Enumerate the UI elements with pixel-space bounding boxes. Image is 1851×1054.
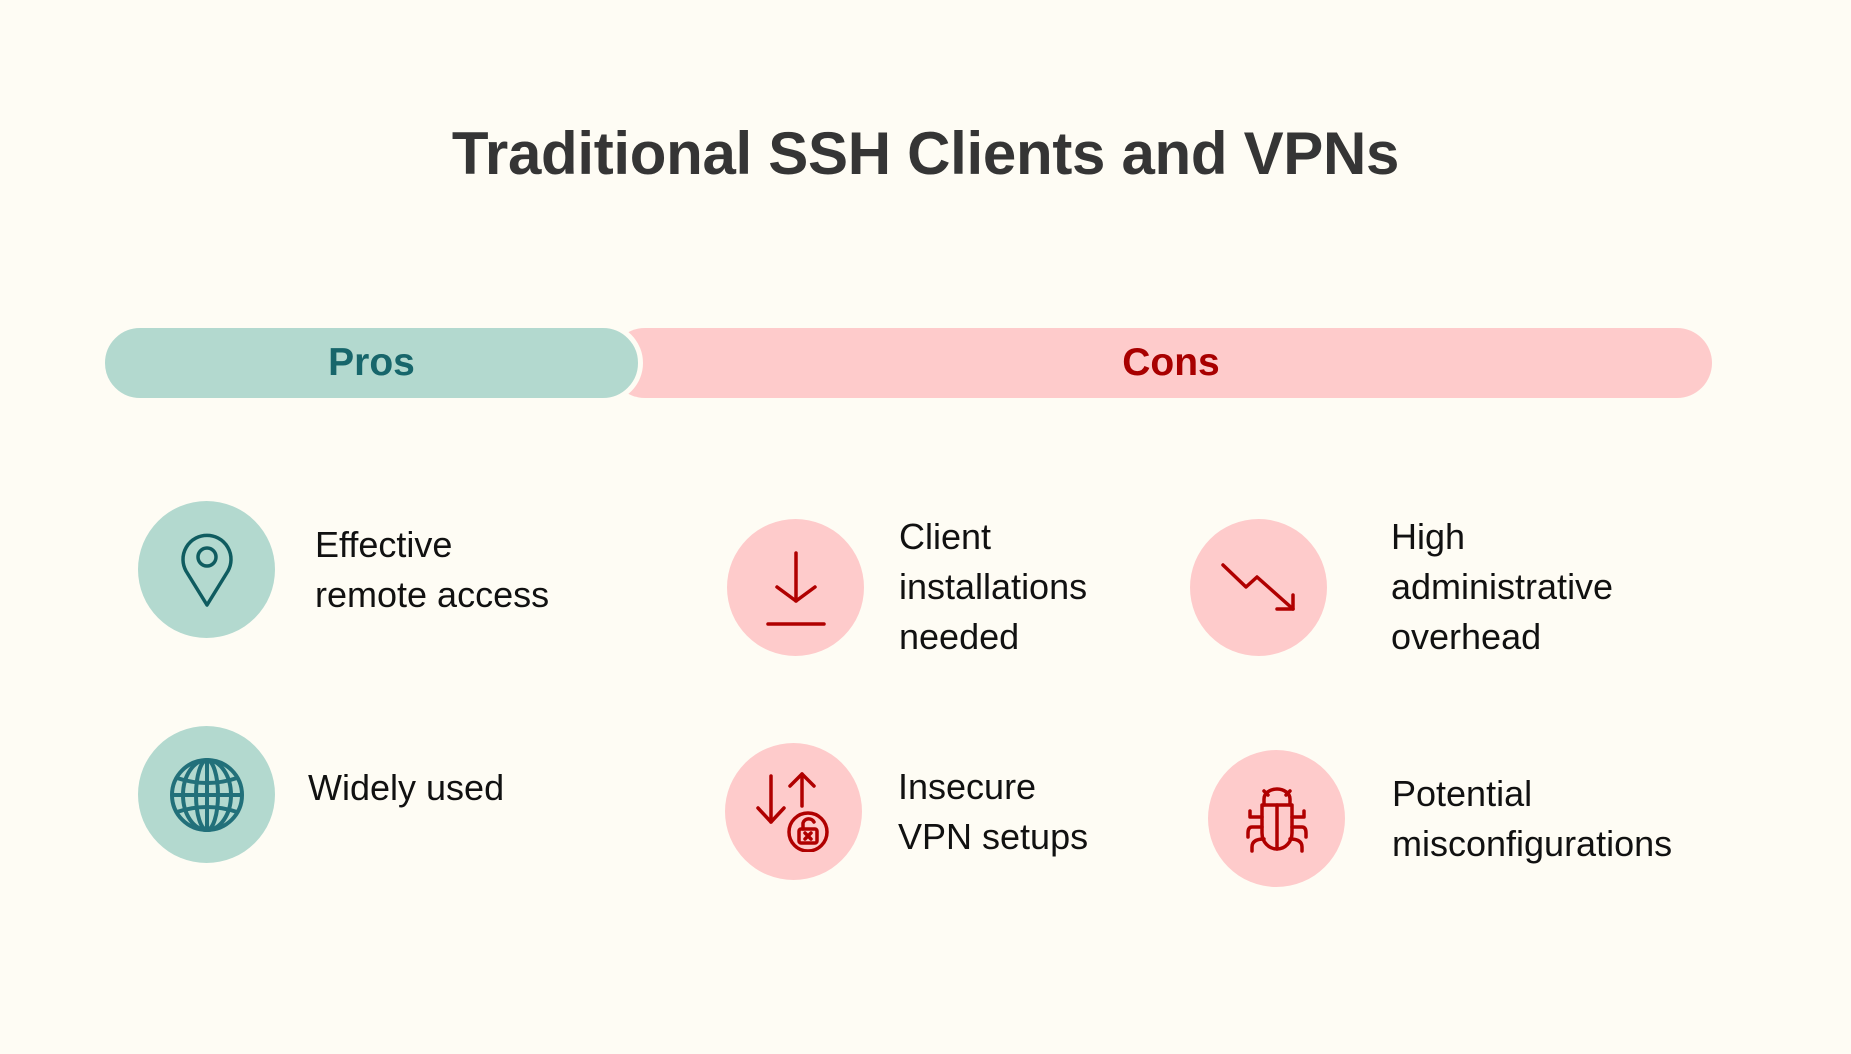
bug-icon (1208, 750, 1345, 887)
cons-header: Cons (610, 328, 1712, 398)
pros-item-remote-access: Effective remote access (138, 501, 549, 638)
insecure-transfer-lock-icon (725, 743, 862, 880)
pros-header: Pros (100, 323, 643, 403)
cons-item-admin-overhead: High administrative overhead (1190, 512, 1613, 662)
pros-header-label: Pros (328, 341, 415, 384)
pros-item-label: Widely used (308, 766, 505, 808)
globe-icon (138, 726, 275, 863)
cons-item-insecure-vpn: Insecure VPN setups (725, 743, 1088, 880)
cons-item-label: Insecure VPN setups (898, 765, 1089, 857)
download-icon (727, 518, 864, 656)
page-title: Traditional SSH Clients and VPNs (451, 120, 1400, 187)
cons-item-label: Potential misconfigurations (1392, 772, 1673, 864)
cons-item-label: Client installations needed (899, 516, 1088, 657)
pros-item-label: Effective remote access (315, 523, 550, 615)
pros-item-widely-used: Widely used (138, 726, 504, 863)
cons-header-label: Cons (1122, 341, 1220, 384)
map-pin-icon (138, 501, 275, 638)
cons-item-misconfigurations: Potential misconfigurations (1208, 750, 1672, 887)
cons-item-client-installations: Client installations needed (727, 512, 1087, 662)
cons-item-label: High administrative overhead (1391, 516, 1614, 657)
trend-down-icon (1190, 518, 1327, 656)
